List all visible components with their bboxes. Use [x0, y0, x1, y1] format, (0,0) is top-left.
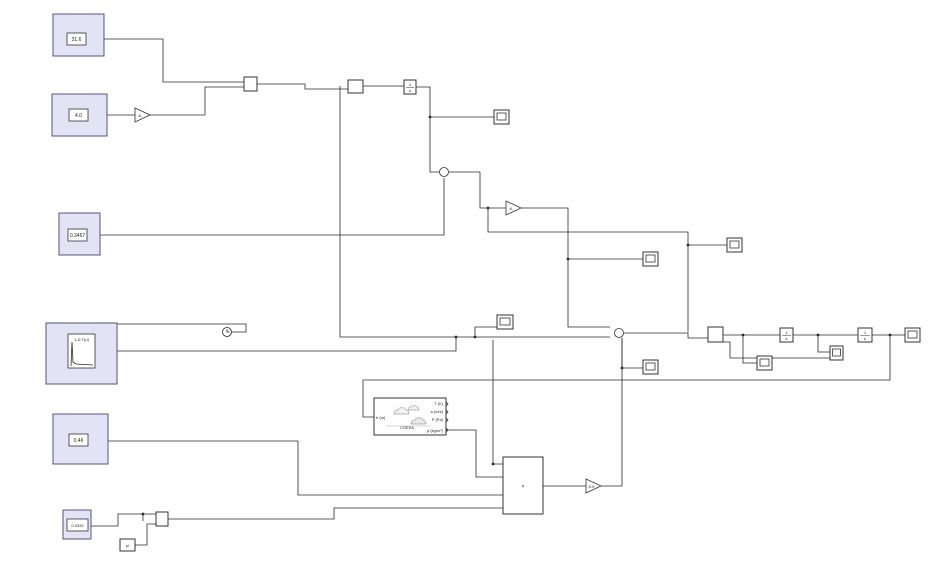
atmos-output-pressure: P (Pa) — [432, 417, 444, 422]
svg-text:1: 1 — [785, 330, 788, 335]
svg-text:-K-: -K- — [508, 206, 514, 211]
svg-text:1: 1 — [864, 330, 867, 335]
constant-block-c4[interactable]: 0.46 — [52, 413, 109, 465]
sum-circle-2[interactable] — [614, 328, 624, 338]
scope-block-2[interactable] — [642, 251, 659, 267]
atmosphere-model-block[interactable]: h (m) T (K) a (m/s) P (Pa) ρ (kg/m³) COE… — [373, 397, 449, 436]
clock-icon[interactable] — [222, 327, 232, 337]
constant-value: 4.0 — [75, 113, 82, 119]
scope-block-1[interactable] — [493, 109, 510, 125]
atmos-model-name: COESA — [400, 425, 414, 430]
constant-block-c1[interactable]: 31.6 — [52, 13, 105, 57]
scope-block-3[interactable] — [726, 237, 743, 253]
atmos-output-speed-of-sound: a (m/s) — [431, 409, 444, 414]
constant-value: 0.3467 — [70, 233, 86, 239]
svg-text:-K-: -K- — [137, 113, 143, 118]
atmos-output-temperature: T (K) — [434, 401, 443, 406]
scope-block-4[interactable] — [496, 314, 514, 330]
lookup-label: 1-D T(u) — [74, 337, 89, 342]
gain-block-1[interactable]: -K- — [134, 107, 151, 123]
scope-block-7[interactable] — [829, 345, 844, 361]
scope-block-6[interactable] — [756, 355, 773, 371]
scope-block-5[interactable] — [642, 359, 659, 375]
product-block[interactable]: × — [502, 456, 544, 515]
atmos-output-density: ρ (kg/m³) — [427, 428, 444, 433]
lookup-table-block[interactable]: 1-D T(u) — [45, 322, 118, 385]
constant-value: pi — [126, 543, 129, 548]
sum-block-2[interactable] — [347, 79, 364, 94]
svg-text:-0.5: -0.5 — [588, 484, 596, 489]
gain-block-2[interactable]: -K- — [505, 200, 522, 216]
port-arrows — [445, 401, 449, 433]
svg-text:s: s — [864, 336, 866, 341]
integrator-block-right-2[interactable]: 1 s — [857, 327, 873, 343]
cloud-icon — [386, 405, 430, 427]
signal-lines — [60, 38, 905, 546]
constant-block-c3[interactable]: 0.3467 — [58, 212, 101, 256]
sum-circle-1[interactable] — [439, 167, 449, 177]
scope-block-8[interactable] — [904, 327, 921, 343]
product-symbol: × — [522, 484, 525, 490]
multiply-block[interactable] — [155, 511, 169, 527]
constant-value: 0.0333 — [71, 523, 84, 528]
constant-block-pi[interactable]: pi — [119, 538, 136, 552]
sum-block-3[interactable] — [707, 326, 724, 343]
atmos-input-label: h (m) — [376, 415, 386, 420]
sum-block-1[interactable] — [243, 76, 258, 92]
junction-dots — [141, 115, 892, 516]
constant-block-c5[interactable]: 0.0333 — [62, 509, 92, 540]
svg-text:s: s — [409, 88, 411, 93]
svg-text:1: 1 — [409, 82, 412, 87]
constant-value: 31.6 — [72, 37, 82, 43]
gain-block-3[interactable]: -0.5 — [585, 478, 602, 494]
constant-block-c2[interactable]: 4.0 — [51, 93, 108, 137]
integrator-block-right-1[interactable]: 1 s — [779, 327, 794, 343]
svg-text:s: s — [786, 336, 788, 341]
constant-value: 0.46 — [74, 438, 84, 444]
integrator-block-top[interactable]: 1 s — [403, 79, 417, 95]
